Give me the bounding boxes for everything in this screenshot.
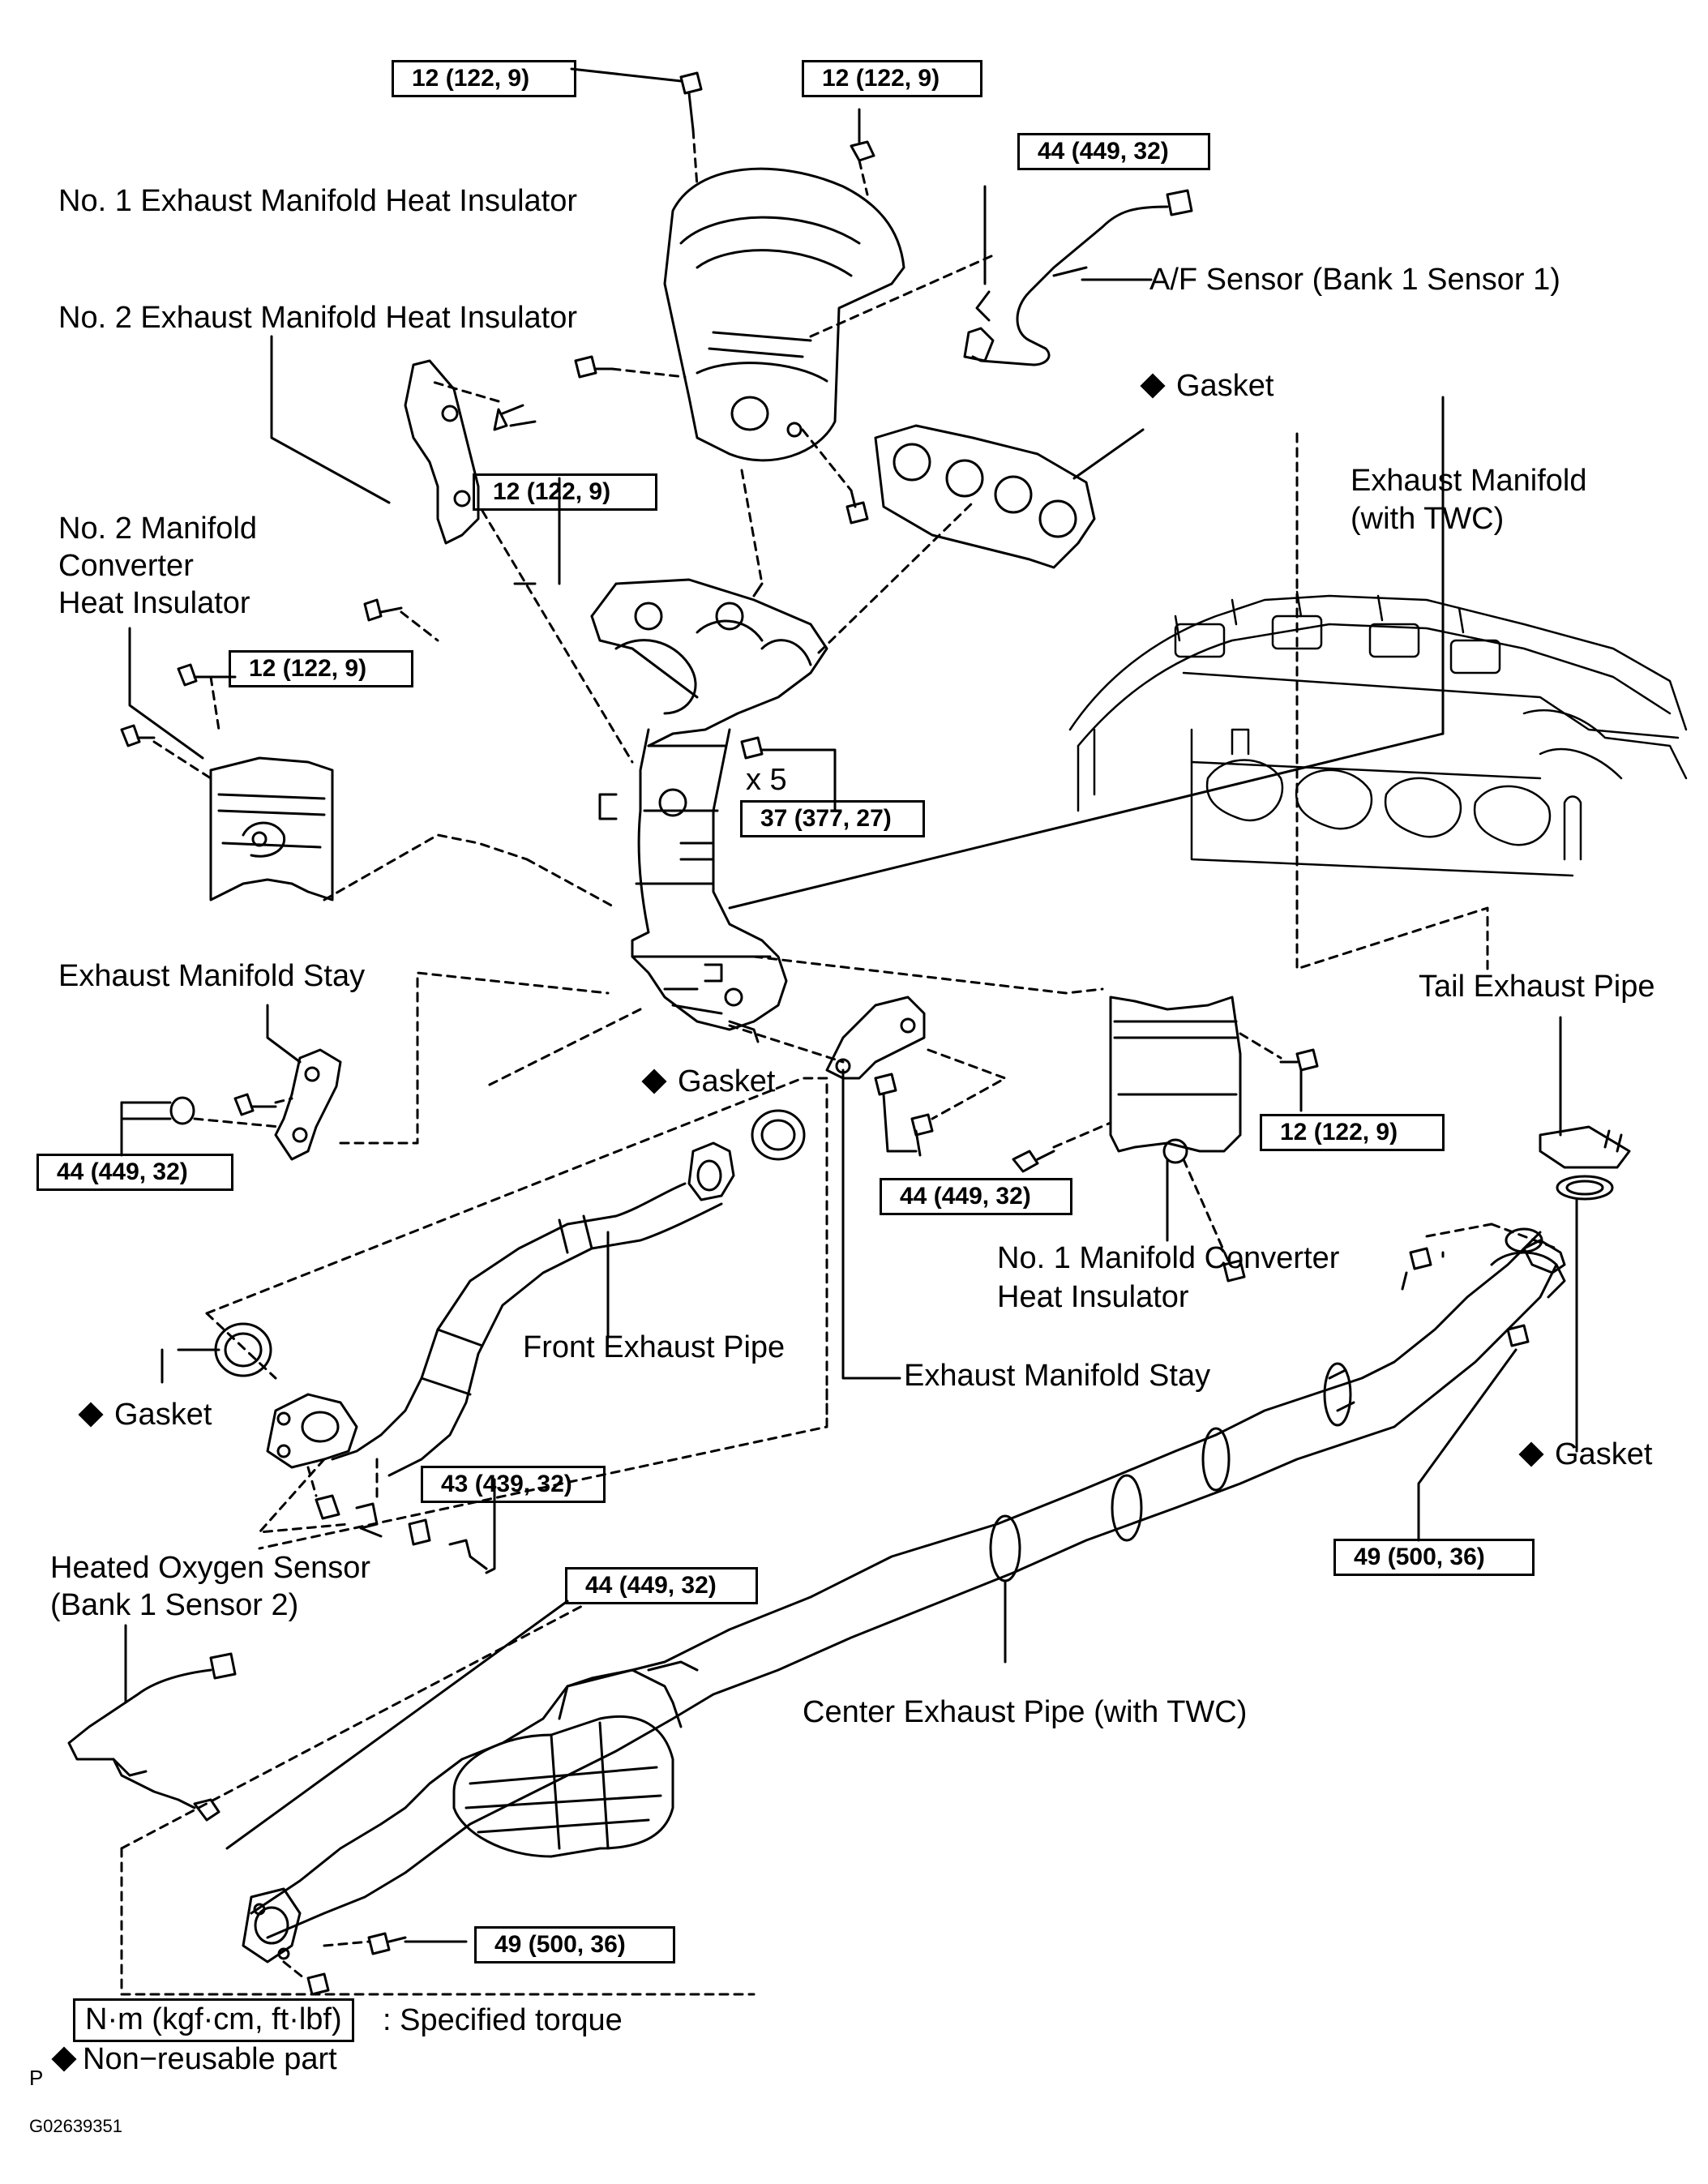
label-gasket-manifold: Gasket: [1139, 368, 1274, 404]
manifold-gasket-part: [874, 424, 1096, 569]
torque-box-44-ho2s: 44 (449, 32): [565, 1567, 758, 1604]
torque-box-37: 37 (377, 27): [740, 800, 925, 837]
non-reusable-diamond-icon: [1140, 373, 1166, 399]
no2-converter-insulator-part: [209, 756, 334, 901]
front-pipe-bottom-gasket: [214, 1322, 272, 1377]
label-heated-oxygen-sensor-line2: (Bank 1 Sensor 2): [50, 1588, 299, 1622]
label-no1-manifold-converter-line2: Heat Insulator: [997, 1280, 1189, 1314]
engine-head-illustration: [1068, 590, 1688, 877]
label-center-exhaust-pipe: Center Exhaust Pipe (with TWC): [803, 1695, 1248, 1729]
label-gasket-tail: Gasket: [1518, 1437, 1652, 1472]
center-exhaust-pipe-part: [242, 1227, 1566, 1963]
non-reusable-diamond-icon: [641, 1068, 667, 1094]
label-no2-manifold-converter-line1: No. 2 Manifold: [58, 512, 258, 546]
right-stay-part: [825, 996, 926, 1080]
torque-box-12-d: 12 (122, 9): [229, 650, 413, 687]
bolts-top: [574, 71, 875, 525]
label-front-exhaust-pipe: Front Exhaust Pipe: [523, 1330, 786, 1364]
label-heated-oxygen-sensor-line1: Heated Oxygen Sensor: [50, 1551, 371, 1585]
label-exhaust-manifold-stay-left: Exhaust Manifold Stay: [58, 959, 366, 993]
torque-box-12-c: 12 (122, 9): [473, 473, 657, 511]
torque-box-43: 43 (439, 32): [421, 1466, 606, 1503]
legend-non-reusable: Non−reusable part: [50, 2041, 337, 2077]
torque-box-12-b: 12 (122, 9): [802, 60, 982, 97]
af-sensor-part: [963, 189, 1193, 366]
non-reusable-diamond-icon: [51, 2046, 77, 2072]
no2-heat-insulator-part: [404, 359, 480, 545]
no1-heat-insulator-part: [663, 167, 905, 462]
label-no2-manifold-converter-line2: Converter: [58, 549, 194, 583]
gasket-text: Gasket: [1555, 1437, 1653, 1471]
label-tail-exhaust-pipe: Tail Exhaust Pipe: [1419, 970, 1655, 1004]
torque-box-49-front: 49 (500, 36): [474, 1926, 675, 1963]
left-stay-part: [274, 1048, 342, 1161]
label-exhaust-manifold-line1: Exhaust Manifold: [1351, 464, 1587, 498]
page-marker: P: [29, 2066, 44, 2090]
front-pipe-bolts: [315, 1494, 488, 1570]
label-x5: x 5: [746, 763, 787, 797]
label-af-sensor: A/F Sensor (Bank 1 Sensor 1): [1149, 263, 1560, 297]
label-no1-exhaust-manifold-heat-insulator: No. 1 Exhaust Manifold Heat Insulator: [58, 184, 578, 218]
torque-box-44-stay-left: 44 (449, 32): [36, 1154, 233, 1191]
exhaust-manifold-part: [590, 578, 828, 1043]
torque-box-12-a: 12 (122, 9): [392, 60, 576, 97]
label-exhaust-manifold-stay-right: Exhaust Manifold Stay: [904, 1359, 1211, 1393]
label-no1-manifold-converter-line1: No. 1 Manifold Converter: [997, 1241, 1340, 1275]
non-reusable-diamond-icon: [78, 1402, 104, 1428]
non-reusable-diamond-icon: [1518, 1441, 1544, 1467]
gasket-text: Gasket: [1176, 369, 1274, 403]
torque-box-44-af: 44 (449, 32): [1017, 133, 1210, 170]
legend-unit-description: : Specified torque: [383, 2003, 623, 2037]
label-exhaust-manifold-line2: (with TWC): [1351, 502, 1505, 536]
label-gasket-front-pipe-top: Gasket: [640, 1064, 775, 1099]
label-no2-exhaust-manifold-heat-insulator: No. 2 Exhaust Manifold Heat Insulator: [58, 301, 578, 335]
heated-oxygen-sensor-part: [67, 1652, 237, 1822]
torque-box-12-e: 12 (122, 9): [1260, 1114, 1445, 1151]
torque-box-44-stay-right: 44 (449, 32): [880, 1178, 1072, 1215]
label-no2-manifold-converter-line3: Heat Insulator: [58, 586, 250, 620]
nut-x5: [740, 736, 764, 760]
front-pipe-top-gasket: [751, 1109, 806, 1161]
gasket-text: Gasket: [114, 1398, 212, 1432]
figure-id: G02639351: [29, 2116, 122, 2136]
legend-unit-box: N·m (kgf·cm, ft·lbf): [73, 1998, 354, 2042]
torque-box-49-tail: 49 (500, 36): [1333, 1539, 1535, 1576]
no1-converter-insulator-part: [1109, 996, 1242, 1164]
tail-pipe-gasket-part: [1522, 1125, 1631, 1274]
front-exhaust-pipe-part: [266, 1141, 735, 1477]
gasket-text: Gasket: [678, 1064, 776, 1098]
label-gasket-front-pipe-bottom: Gasket: [77, 1397, 212, 1432]
legend-non-reusable-text: Non−reusable part: [83, 2042, 337, 2076]
